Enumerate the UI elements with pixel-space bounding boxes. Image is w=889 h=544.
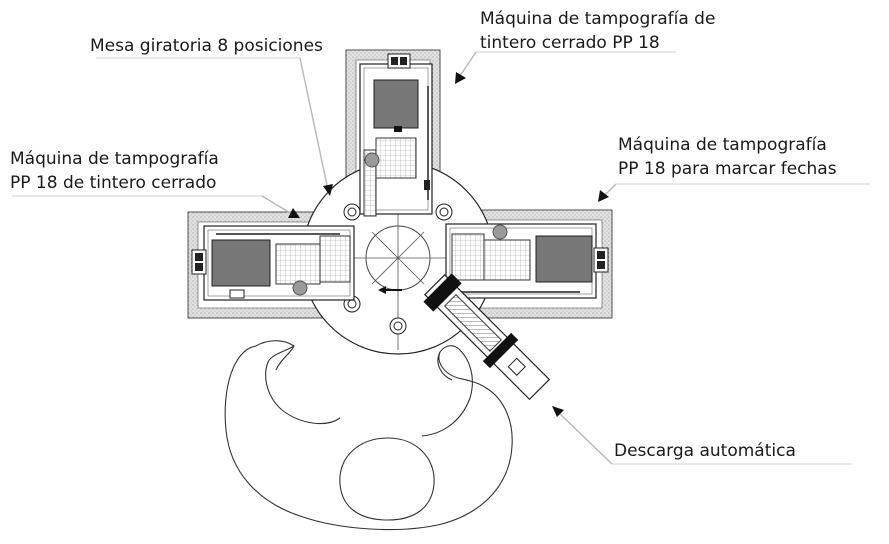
left-machine-label-line1: Máquina de tampografía <box>10 149 219 169</box>
left-machine-body <box>211 239 271 287</box>
right-machine-ink-cup <box>483 239 531 281</box>
turntable-label: Mesa giratoria 8 posiciones <box>90 36 323 56</box>
right-machine-body <box>535 235 593 283</box>
top-machine-label-line2: tintero cerrado PP 18 <box>480 33 660 53</box>
unloader-label: Descarga automática <box>614 441 796 461</box>
top-machine-ink-cup <box>375 137 417 179</box>
unloader-rail <box>443 293 502 352</box>
operator-right-arm <box>421 345 487 437</box>
operator-left-arm <box>255 340 341 425</box>
left-machine-pad <box>292 280 308 296</box>
right-machine-label-line1: Máquina de tampografía <box>618 135 827 155</box>
leader-turntable <box>299 57 329 191</box>
top-machine-pad <box>364 152 380 168</box>
leader-top-machine <box>459 51 477 77</box>
top-machine-label-line1: Máquina de tampografía de <box>480 9 716 29</box>
nest-fixture <box>343 203 453 335</box>
left-machine-label-line2: PP 18 de tintero cerrado <box>10 173 217 193</box>
unloader <box>423 273 551 401</box>
operator-figure <box>224 340 513 531</box>
unloader-gripper <box>423 273 462 312</box>
top-machine <box>359 53 433 217</box>
leader-unloader <box>557 411 613 465</box>
leader-lines <box>12 51 870 465</box>
leader-left-machine <box>261 195 293 215</box>
left-machine-ink-cup <box>275 243 321 285</box>
operator-shoulders <box>224 345 513 531</box>
left-machine <box>191 225 355 301</box>
operator-head <box>339 437 435 521</box>
right-machine <box>445 223 609 299</box>
leader-right-machine <box>603 183 617 197</box>
right-machine-label-line2: PP 18 para marcar fechas <box>618 159 837 179</box>
top-machine-body <box>373 79 419 129</box>
right-machine-pad <box>492 224 508 240</box>
